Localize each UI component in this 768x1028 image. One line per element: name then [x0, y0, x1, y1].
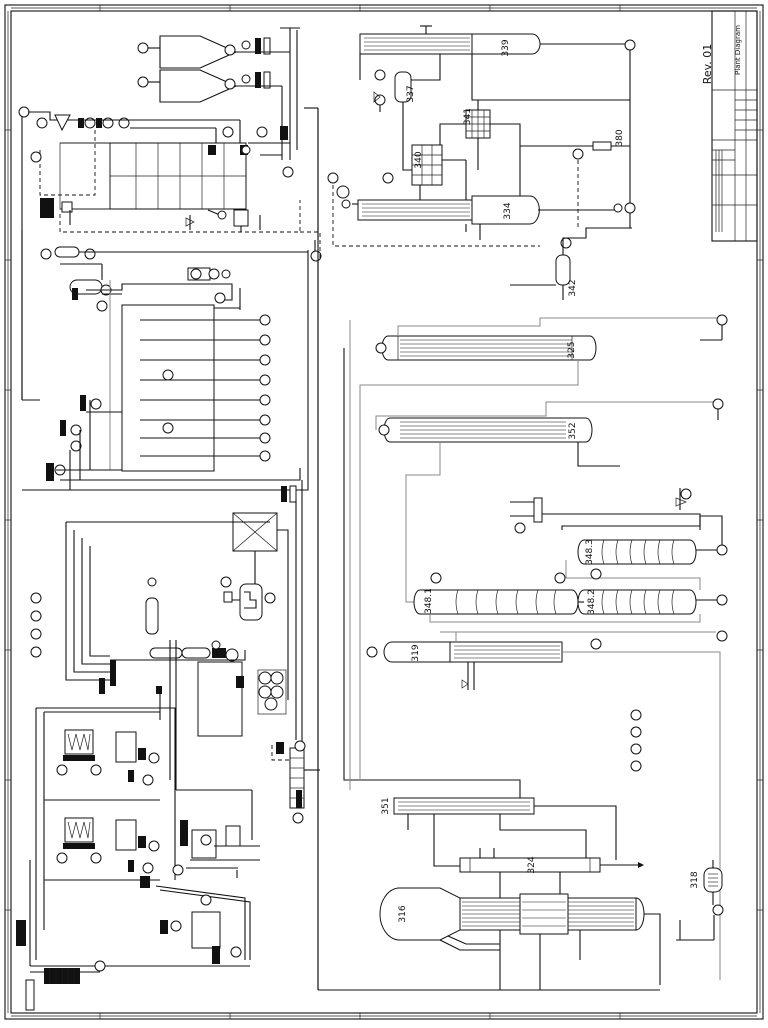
tag-337: 337 — [406, 85, 416, 102]
manifold-308 — [121, 304, 215, 472]
revision-label: Rev. 01 — [701, 44, 714, 85]
tag-341: 341 — [463, 108, 473, 125]
lower-right-section: 319 351 324 316 — [318, 632, 724, 991]
furnace-section — [16, 230, 260, 1011]
feed-section — [30, 480, 320, 824]
vessel-319 — [383, 641, 451, 663]
tag-339: 339 — [501, 39, 511, 56]
drawing-title: Plant Diagram — [734, 25, 742, 75]
tag-348-1: 348.1 — [424, 588, 434, 614]
tag-319: 319 — [411, 644, 421, 661]
tag-348-2: 348.2 — [587, 589, 597, 615]
tag-324: 324 — [527, 856, 537, 873]
cyclone-upper — [159, 35, 238, 69]
tag-342: 342 — [568, 279, 578, 296]
vessel-339 — [471, 33, 541, 55]
column-train-section: 325 352 348.3 348.1 — [304, 107, 728, 990]
drawing-frame — [4, 4, 764, 1020]
reactor-manifold-section — [22, 240, 322, 491]
tag-340: 340 — [414, 151, 424, 168]
tag-316: 316 — [398, 905, 408, 922]
tag-380: 380 — [615, 129, 625, 146]
cyclone-lower — [159, 69, 238, 103]
column-348-2 — [577, 589, 697, 615]
exchanger-339-bundle — [359, 33, 473, 55]
exchanger-334-bundle — [357, 199, 473, 221]
column-348-3 — [577, 539, 697, 565]
vessel-small — [239, 583, 263, 621]
title-block: Rev. 01 Plant Diagram — [701, 10, 758, 242]
distillation-top-section: 339 337 341 340 380 — [300, 25, 636, 300]
vessel-316 — [379, 887, 461, 941]
tag-318: 318 — [690, 871, 700, 888]
exchanger-319-bundle — [449, 641, 563, 663]
tag-348-3: 348.3 — [585, 539, 595, 565]
filter-380 — [592, 141, 612, 151]
tag-334: 334 — [503, 202, 513, 219]
process-box — [197, 661, 243, 737]
tag-351: 351 — [381, 797, 391, 814]
reactor-section — [18, 27, 301, 400]
heater-small — [191, 911, 221, 949]
tag-325: 325 — [567, 341, 577, 358]
tag-352: 352 — [568, 422, 578, 439]
vessel-334 — [471, 195, 540, 225]
vessel-318 — [703, 867, 723, 893]
